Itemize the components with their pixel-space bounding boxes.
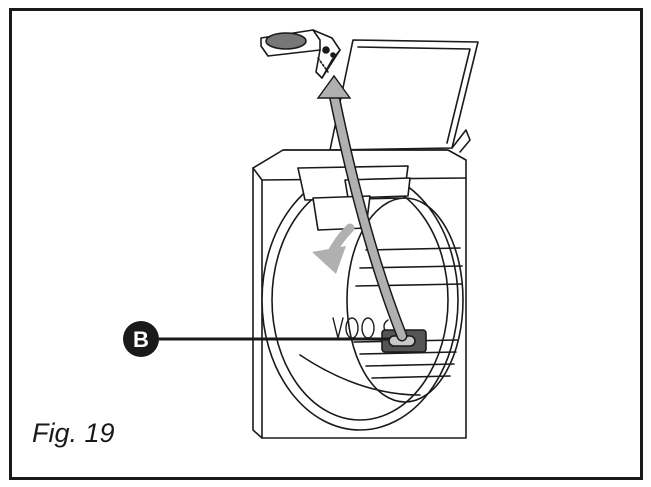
removed-filter — [260, 29, 341, 79]
figure-caption: Fig. 19 — [32, 418, 115, 448]
callout-b-label: B — [133, 327, 149, 352]
dryer-lid — [329, 39, 479, 153]
down-arrow — [312, 223, 355, 274]
remove-arrow — [316, 74, 408, 342]
callout-b: B — [123, 321, 390, 357]
